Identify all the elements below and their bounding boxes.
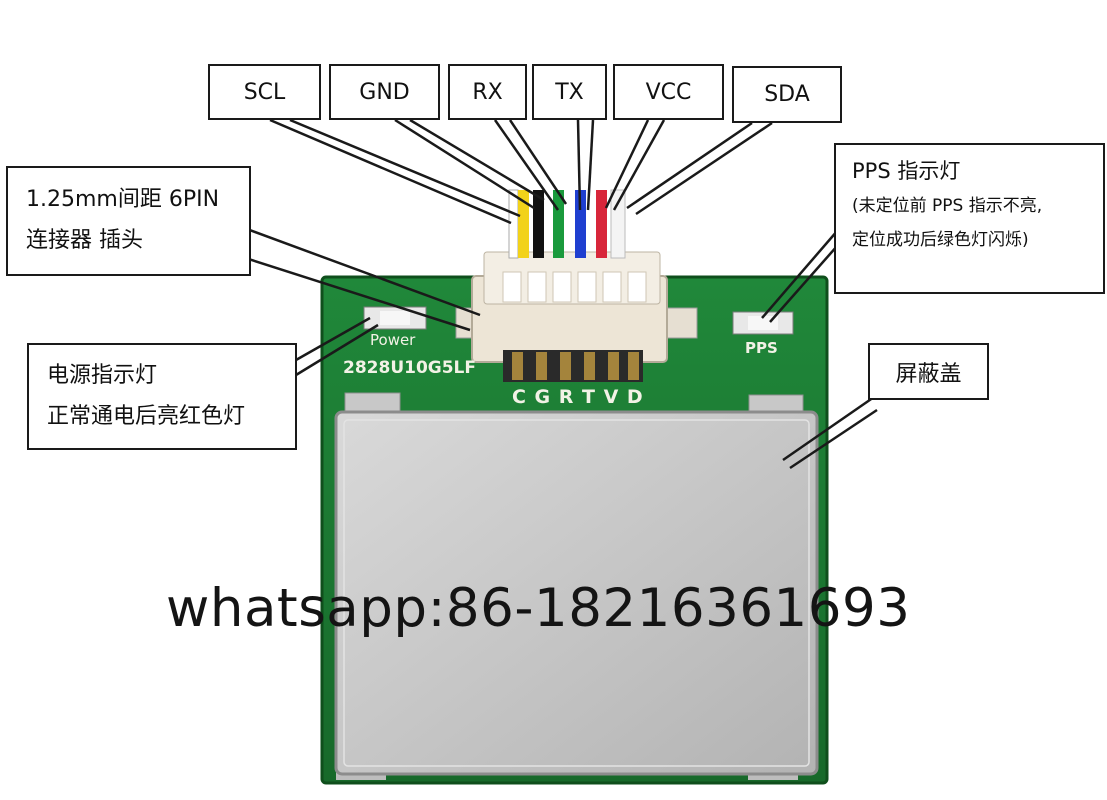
pin-label-text: TX <box>555 79 584 105</box>
wire-yellow <box>518 190 529 258</box>
power-label-line2: 正常通电后亮红色灯 <box>47 404 246 429</box>
pin-label-vcc: VCC <box>613 64 724 120</box>
pin-label-gnd: GND <box>329 64 440 120</box>
header-pins <box>503 350 643 382</box>
pin-label-text: RX <box>472 79 503 105</box>
silk-pins: C G R T V D <box>512 386 644 408</box>
pin-label-text: VCC <box>645 79 692 105</box>
wire-bundle <box>508 189 626 259</box>
power-indicator-label: 电源指示灯 正常通电后亮红色灯 <box>27 343 297 450</box>
wire-green <box>553 190 564 258</box>
pps-label-line1: (未定位前 PPS 指示不亮, <box>852 196 1043 216</box>
pps-label-line2: 定位成功后绿色灯闪烁) <box>852 230 1029 250</box>
leader-lines <box>235 118 878 470</box>
pps-led <box>732 311 794 335</box>
pps-label-title: PPS 指示灯 <box>852 159 961 183</box>
pin-label-rx: RX <box>448 64 527 120</box>
silk-pps: PPS <box>745 339 778 357</box>
pin-label-sda: SDA <box>732 66 842 123</box>
pin-label-text: SDA <box>764 82 810 107</box>
shield-cover-label: 屏蔽盖 <box>868 343 989 400</box>
wire-red <box>596 190 607 258</box>
connector-label: 1.25mm间距 6PIN 连接器 插头 <box>6 166 251 276</box>
pin-label-text: SCL <box>243 79 286 105</box>
connector-label-line1: 1.25mm间距 6PIN <box>26 187 220 212</box>
silk-power: Power <box>370 331 416 349</box>
wire-white-2 <box>610 189 626 259</box>
silk-model: 2828U10G5LF <box>343 358 476 378</box>
wire-black <box>533 190 544 258</box>
wire-blue <box>575 190 586 258</box>
pin-label-tx: TX <box>532 64 607 120</box>
power-led <box>363 306 427 330</box>
shield-cover <box>334 410 819 776</box>
watermark-text: whatsapp:86-18216361693 <box>166 578 911 639</box>
connector-housing <box>471 251 668 363</box>
power-label-line1: 电源指示灯 <box>47 363 158 388</box>
shield-label-text: 屏蔽盖 <box>895 361 962 387</box>
pin-label-scl: SCL <box>208 64 321 120</box>
pin-label-text: GND <box>359 79 410 105</box>
connector-label-line2: 连接器 插头 <box>26 228 143 253</box>
solder-pad <box>344 392 401 414</box>
pps-indicator-label: PPS 指示灯 (未定位前 PPS 指示不亮, 定位成功后绿色灯闪烁) <box>834 143 1105 294</box>
